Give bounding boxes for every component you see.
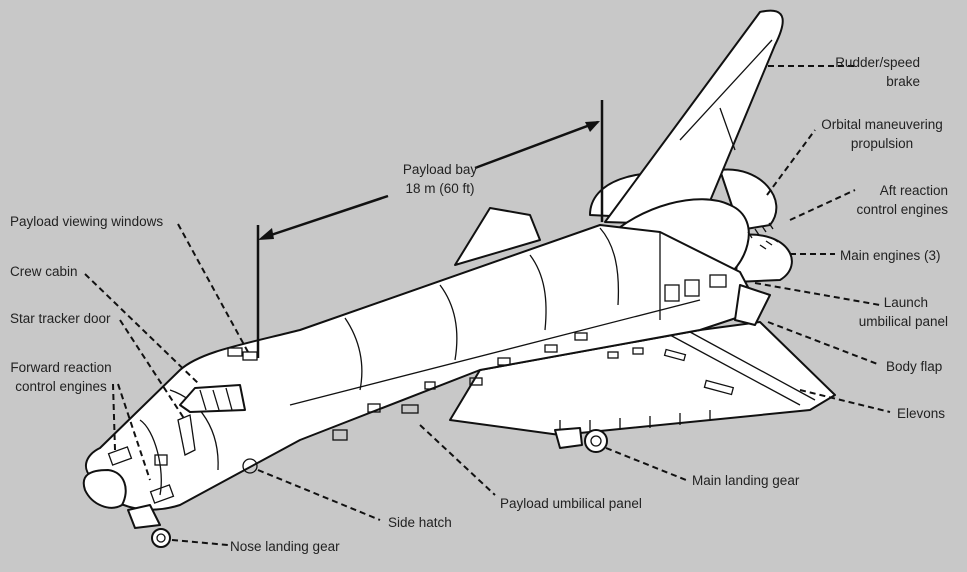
callout-main-landing-gear: Main landing gear — [692, 473, 800, 488]
near-wing — [449, 321, 836, 436]
fuselage-panels — [332, 332, 644, 441]
callout-text: control engines — [856, 202, 948, 217]
callout-elevons: Elevons — [897, 406, 946, 421]
body-flap — [734, 284, 771, 326]
callout-rudder-speed-brake: Rudder/speed brake — [820, 53, 920, 91]
leader-lines — [84, 65, 891, 546]
nose-landing-gear — [127, 504, 171, 548]
payload-bay-dimension — [256, 100, 604, 358]
callout-side-hatch: Side hatch — [388, 515, 452, 530]
callout-launch-umbilical: Launch umbilical panel — [840, 293, 948, 331]
callout-main-engines: Main engines (3) — [840, 248, 941, 263]
callout-text: Forward reaction — [10, 360, 112, 375]
payload-bay-label: Payload bay 18 m (60 ft) — [380, 160, 500, 198]
callout-crew-cabin: Crew cabin — [10, 264, 78, 279]
callout-text: Launch — [883, 295, 928, 310]
callout-orbital-maneuvering: Orbital maneuvering propulsion — [812, 115, 952, 153]
main-landing-gear — [554, 427, 608, 453]
callout-text: Rudder/speed — [835, 55, 920, 70]
callout-star-tracker-door: Star tracker door — [10, 311, 111, 326]
payload-bay-label-line2: 18 m (60 ft) — [405, 181, 475, 196]
callout-aft-rcs: Aft reaction control engines — [840, 181, 948, 219]
callout-body-flap: Body flap — [886, 359, 943, 374]
callout-text: control engines — [15, 379, 107, 394]
payload-bay-label-line1: Payload bay — [402, 162, 478, 177]
callout-text: umbilical panel — [858, 314, 948, 329]
callout-payload-umbilical: Payload umbilical panel — [500, 496, 642, 511]
callout-text: propulsion — [850, 136, 914, 151]
nose-section — [82, 347, 258, 509]
main-engines — [719, 168, 793, 283]
callout-forward-rcs: Forward reaction control engines — [5, 358, 117, 396]
far-wing — [454, 207, 541, 266]
callout-text: Orbital maneuvering — [821, 117, 943, 132]
callout-payload-viewing-windows: Payload viewing windows — [10, 214, 164, 229]
vertical-tail — [604, 9, 784, 226]
callout-nose-landing-gear: Nose landing gear — [230, 539, 340, 554]
callout-text: Aft reaction — [879, 183, 948, 198]
callout-text: brake — [886, 74, 920, 89]
